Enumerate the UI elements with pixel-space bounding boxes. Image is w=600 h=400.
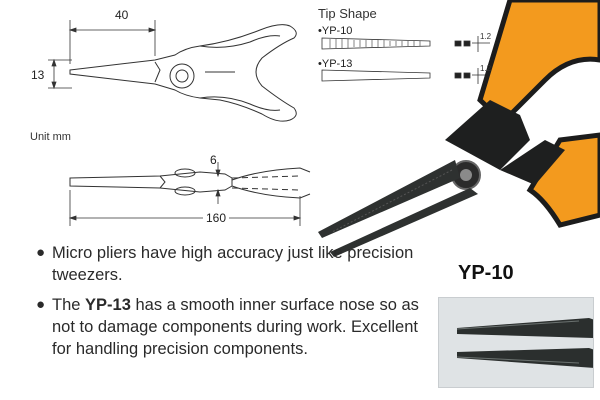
tip-shape-profile-yp10 <box>321 36 490 52</box>
bullet-dot-icon: ● <box>36 296 46 313</box>
tip-shape-profile-yp13 <box>321 68 490 84</box>
feature-item: ● Micro pliers have high accuracy just l… <box>36 242 441 286</box>
jaw-closeup-photo <box>438 297 594 388</box>
dimension-6-lines <box>215 162 221 204</box>
dimension-13-lines <box>48 58 72 90</box>
dimension-40-lines <box>68 20 157 64</box>
dimension-160-lines <box>68 190 302 226</box>
pliers-photo <box>318 0 600 257</box>
dim-thickness-label: 6 <box>210 153 217 167</box>
top-view-outline <box>69 24 297 122</box>
tip-dim-yp13: 1.2 <box>480 64 492 73</box>
tip-shape-title: Tip Shape <box>318 6 377 21</box>
bullet-dot-icon: ● <box>36 244 46 261</box>
feature-item: ● The YP-13 has a smooth inner surface n… <box>36 294 441 360</box>
feature-list: ● Micro pliers have high accuracy just l… <box>36 242 441 368</box>
feature-text: Micro pliers have high accuracy just lik… <box>52 244 414 284</box>
model-label: YP-10 <box>458 262 514 284</box>
unit-label: Unit mm <box>30 131 71 143</box>
tip-label-yp10: •YP-10 <box>318 25 353 37</box>
feature-text: The YP-13 has a smooth inner surface nos… <box>52 296 419 358</box>
dim-width-label: 13 <box>31 68 45 82</box>
tip-label-yp13: •YP-13 <box>318 58 353 70</box>
dim-tip-length-label: 40 <box>115 8 129 22</box>
side-view-outline <box>69 167 311 199</box>
dim-overall-label: 160 <box>203 211 230 225</box>
tip-dim-yp10: 1.2 <box>480 32 492 41</box>
jaw-closeup-drawing <box>456 318 593 368</box>
